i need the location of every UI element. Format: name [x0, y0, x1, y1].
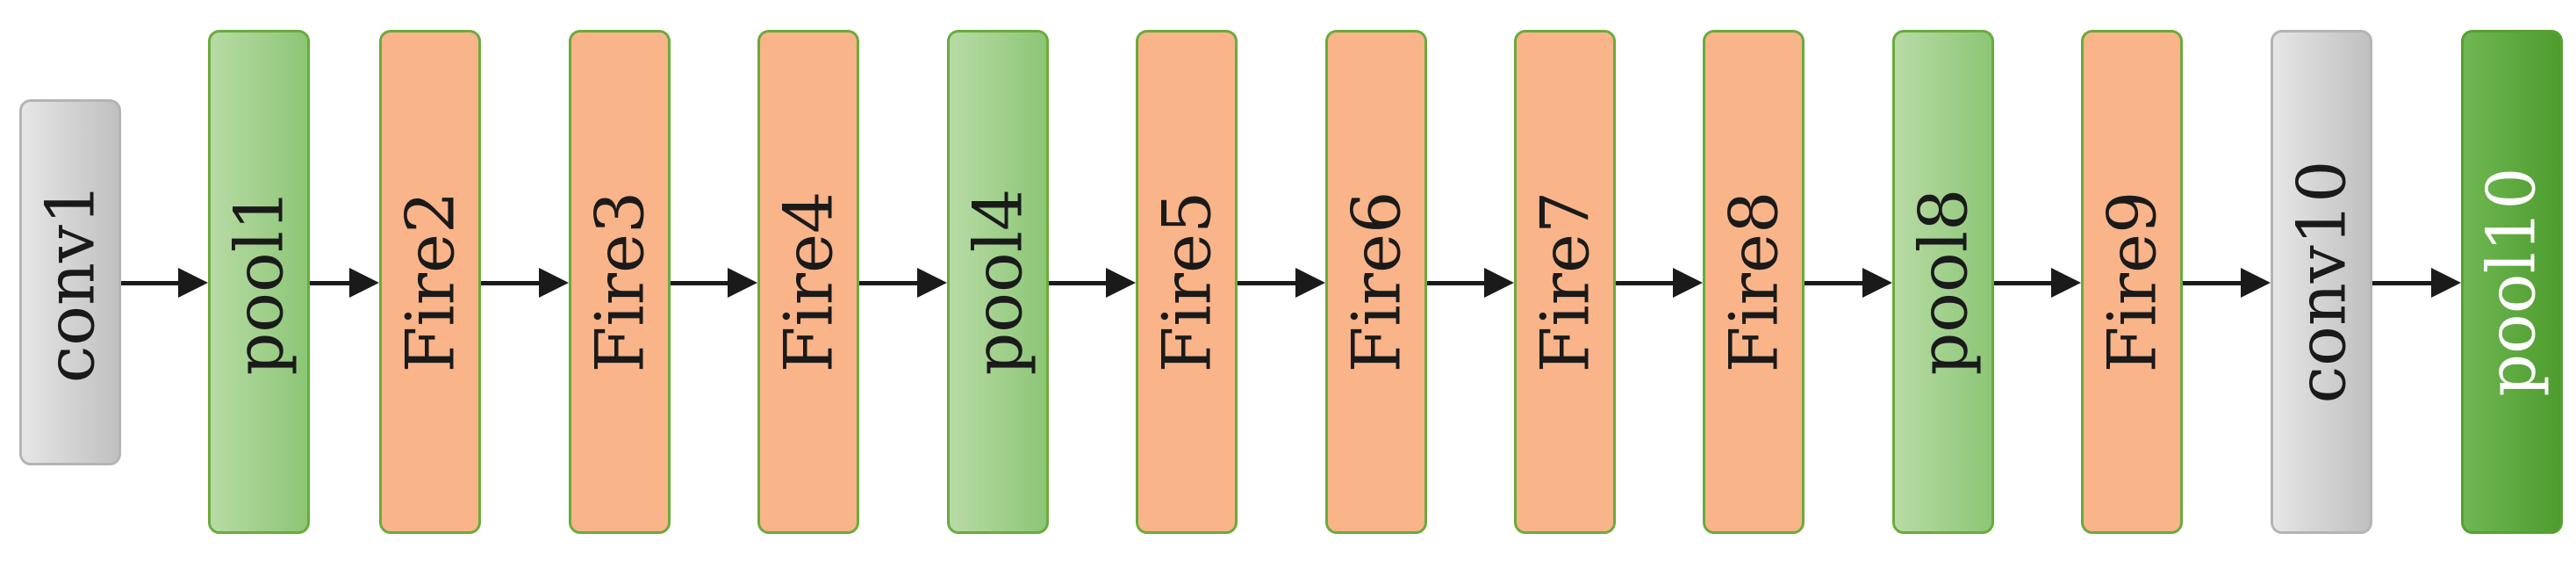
arrow-head-icon — [178, 268, 208, 298]
arrow-head-icon — [1862, 268, 1892, 298]
layer-label: Fire5 — [1147, 191, 1226, 373]
arrow-shaft — [2372, 280, 2435, 285]
layer-block-fire5: Fire5 — [1136, 30, 1238, 534]
arrow-head-icon — [2241, 268, 2271, 298]
arrow-head-icon — [2051, 268, 2081, 298]
layer-label: Fire4 — [769, 191, 848, 373]
arrow-head-icon — [2431, 268, 2461, 298]
layer-block-conv1: conv1 — [19, 99, 121, 465]
layer-label: Fire6 — [1337, 191, 1416, 373]
layer-label: pool1 — [219, 188, 298, 376]
layer-block-fire9: Fire9 — [2081, 30, 2183, 534]
arrow-shaft — [310, 280, 353, 285]
arrow-head-icon — [728, 268, 757, 298]
layer-label: Fire8 — [1714, 191, 1793, 373]
layer-label: pool4 — [958, 188, 1037, 376]
arrow-shaft — [671, 280, 731, 285]
arrow-shaft — [1049, 280, 1109, 285]
layer-label: pool8 — [1904, 188, 1983, 376]
arrow-head-icon — [1295, 268, 1325, 298]
arrow-shaft — [481, 280, 542, 285]
arrow-shaft — [121, 280, 182, 285]
arrow-shaft — [859, 280, 921, 285]
arrow-shaft — [1805, 280, 1866, 285]
layer-label: Fire7 — [1525, 191, 1604, 373]
layer-block-fire7: Fire7 — [1514, 30, 1616, 534]
layer-block-fire6: Fire6 — [1325, 30, 1427, 534]
layer-label: Fire3 — [580, 191, 659, 373]
arrow-shaft — [1616, 280, 1676, 285]
layer-block-pool8: pool8 — [1892, 30, 1994, 534]
arrow-head-icon — [1106, 268, 1136, 298]
layer-block-fire8: Fire8 — [1703, 30, 1805, 534]
layer-label: Fire2 — [391, 191, 470, 373]
layer-block-fire4: Fire4 — [757, 30, 859, 534]
layer-block-pool1: pool1 — [208, 30, 310, 534]
arrow-shaft — [1238, 280, 1299, 285]
arrow-head-icon — [1484, 268, 1514, 298]
arrow-head-icon — [539, 268, 569, 298]
layer-block-pool4: pool4 — [947, 30, 1049, 534]
layer-block-conv10: conv10 — [2271, 30, 2372, 534]
arrow-head-icon — [349, 268, 379, 298]
layer-block-fire2: Fire2 — [379, 30, 481, 534]
layer-block-pool10: pool10 — [2461, 30, 2563, 534]
layer-label: conv1 — [31, 182, 109, 383]
arrow-head-icon — [917, 268, 947, 298]
layer-label: pool10 — [2472, 167, 2551, 397]
arrow-shaft — [2183, 280, 2244, 285]
layer-label: conv10 — [2282, 160, 2361, 404]
arrow-shaft — [1994, 280, 2055, 285]
arrow-shaft — [1427, 280, 1488, 285]
layer-label: Fire9 — [2092, 191, 2171, 373]
arrow-head-icon — [1673, 268, 1703, 298]
layer-block-fire3: Fire3 — [569, 30, 671, 534]
